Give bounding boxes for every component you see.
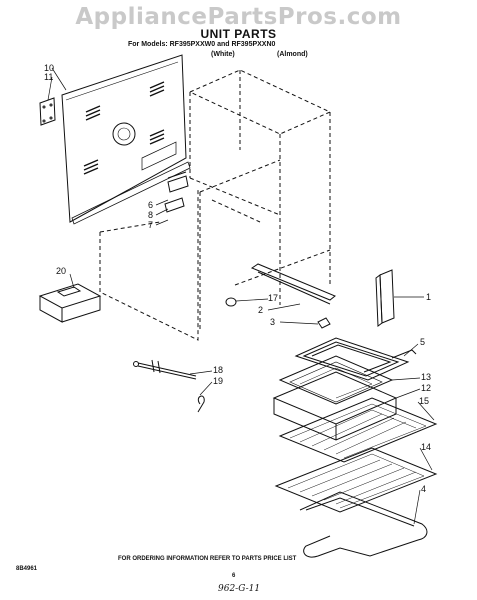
callout-labels: 10 11 20 6 8 7 1 17 2 3 18 19 5 13 12 15… bbox=[44, 63, 431, 494]
callout-19: 19 bbox=[213, 376, 223, 386]
broiler-pan bbox=[272, 371, 398, 441]
callout-15: 15 bbox=[419, 396, 429, 406]
callout-12: 12 bbox=[421, 383, 431, 393]
element-bracket bbox=[250, 263, 336, 305]
handwritten-code: 962-G-11 bbox=[218, 584, 261, 594]
broil-element bbox=[294, 337, 417, 381]
callout-14: 14 bbox=[421, 442, 431, 452]
callout-13: 13 bbox=[421, 372, 431, 382]
callout-6: 6 bbox=[148, 200, 153, 210]
callout-3: 3 bbox=[270, 317, 275, 327]
leader-lines bbox=[47, 67, 435, 525]
sensor bbox=[133, 359, 197, 380]
callout-5: 5 bbox=[420, 337, 425, 347]
sensor-pin bbox=[197, 395, 205, 413]
callout-11: 11 bbox=[44, 72, 53, 82]
variant-almond: (Almond) bbox=[277, 51, 308, 58]
callout-7: 7 bbox=[148, 220, 153, 230]
callout-10: 10 bbox=[44, 63, 54, 73]
page-title: UNIT PARTS bbox=[200, 27, 277, 41]
broiler-grid bbox=[278, 355, 394, 405]
grommet bbox=[225, 297, 237, 307]
models-line: For Models: RF395PXXW0 and RF395PXXN0 bbox=[128, 41, 276, 48]
callout-4: 4 bbox=[421, 484, 426, 494]
watermark: AppliancePartsPros.com bbox=[75, 4, 402, 30]
oven-rack-lower bbox=[274, 447, 438, 513]
terminal-block bbox=[164, 171, 189, 213]
callout-20: 20 bbox=[56, 266, 66, 276]
oven-cabinet bbox=[99, 69, 332, 341]
back-panel bbox=[61, 54, 191, 225]
bake-element bbox=[299, 491, 428, 558]
receptacle bbox=[375, 269, 395, 327]
control-box bbox=[38, 283, 102, 323]
variant-white: (White) bbox=[211, 51, 235, 58]
callout-2: 2 bbox=[258, 305, 263, 315]
callout-17: 17 bbox=[268, 293, 278, 303]
callout-8: 8 bbox=[148, 210, 153, 220]
clip bbox=[317, 317, 331, 329]
catalog-code: 8B4961 bbox=[16, 566, 38, 572]
ordering-info: FOR ORDERING INFORMATION REFER TO PARTS … bbox=[118, 556, 297, 562]
page-number: 6 bbox=[232, 573, 236, 579]
callout-1: 1 bbox=[426, 292, 431, 302]
access-cover bbox=[39, 97, 56, 126]
callout-18: 18 bbox=[213, 365, 223, 375]
oven-rack-upper bbox=[278, 397, 438, 463]
